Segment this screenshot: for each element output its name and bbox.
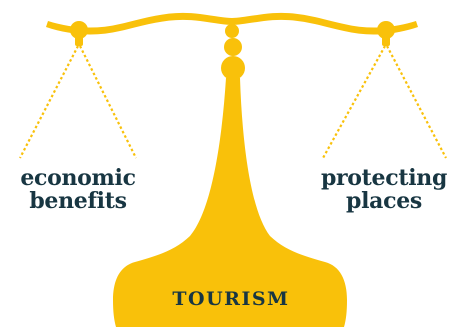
left-pivot-knob [70,21,88,39]
right-string-inner [386,45,447,159]
middle-bead [224,38,242,56]
top-bead [225,24,239,38]
left-pan-label-line2: benefits [29,188,126,214]
right-pivot-knob [377,21,395,39]
left-string-inner [79,45,137,159]
right-pivot-stem [382,36,390,46]
left-pan-label-line1: economic [20,165,135,191]
left-string-outer [19,45,79,159]
scale-beam [46,12,418,35]
right-pan-label-line2: places [346,188,422,214]
left-pivot-stem [75,36,83,46]
base-label: TOURISM [172,288,289,310]
lower-bead [221,56,245,80]
scale-pillar-and-base [113,78,347,327]
right-string-outer [322,45,386,159]
right-pan-label-line1: protecting [321,165,447,191]
